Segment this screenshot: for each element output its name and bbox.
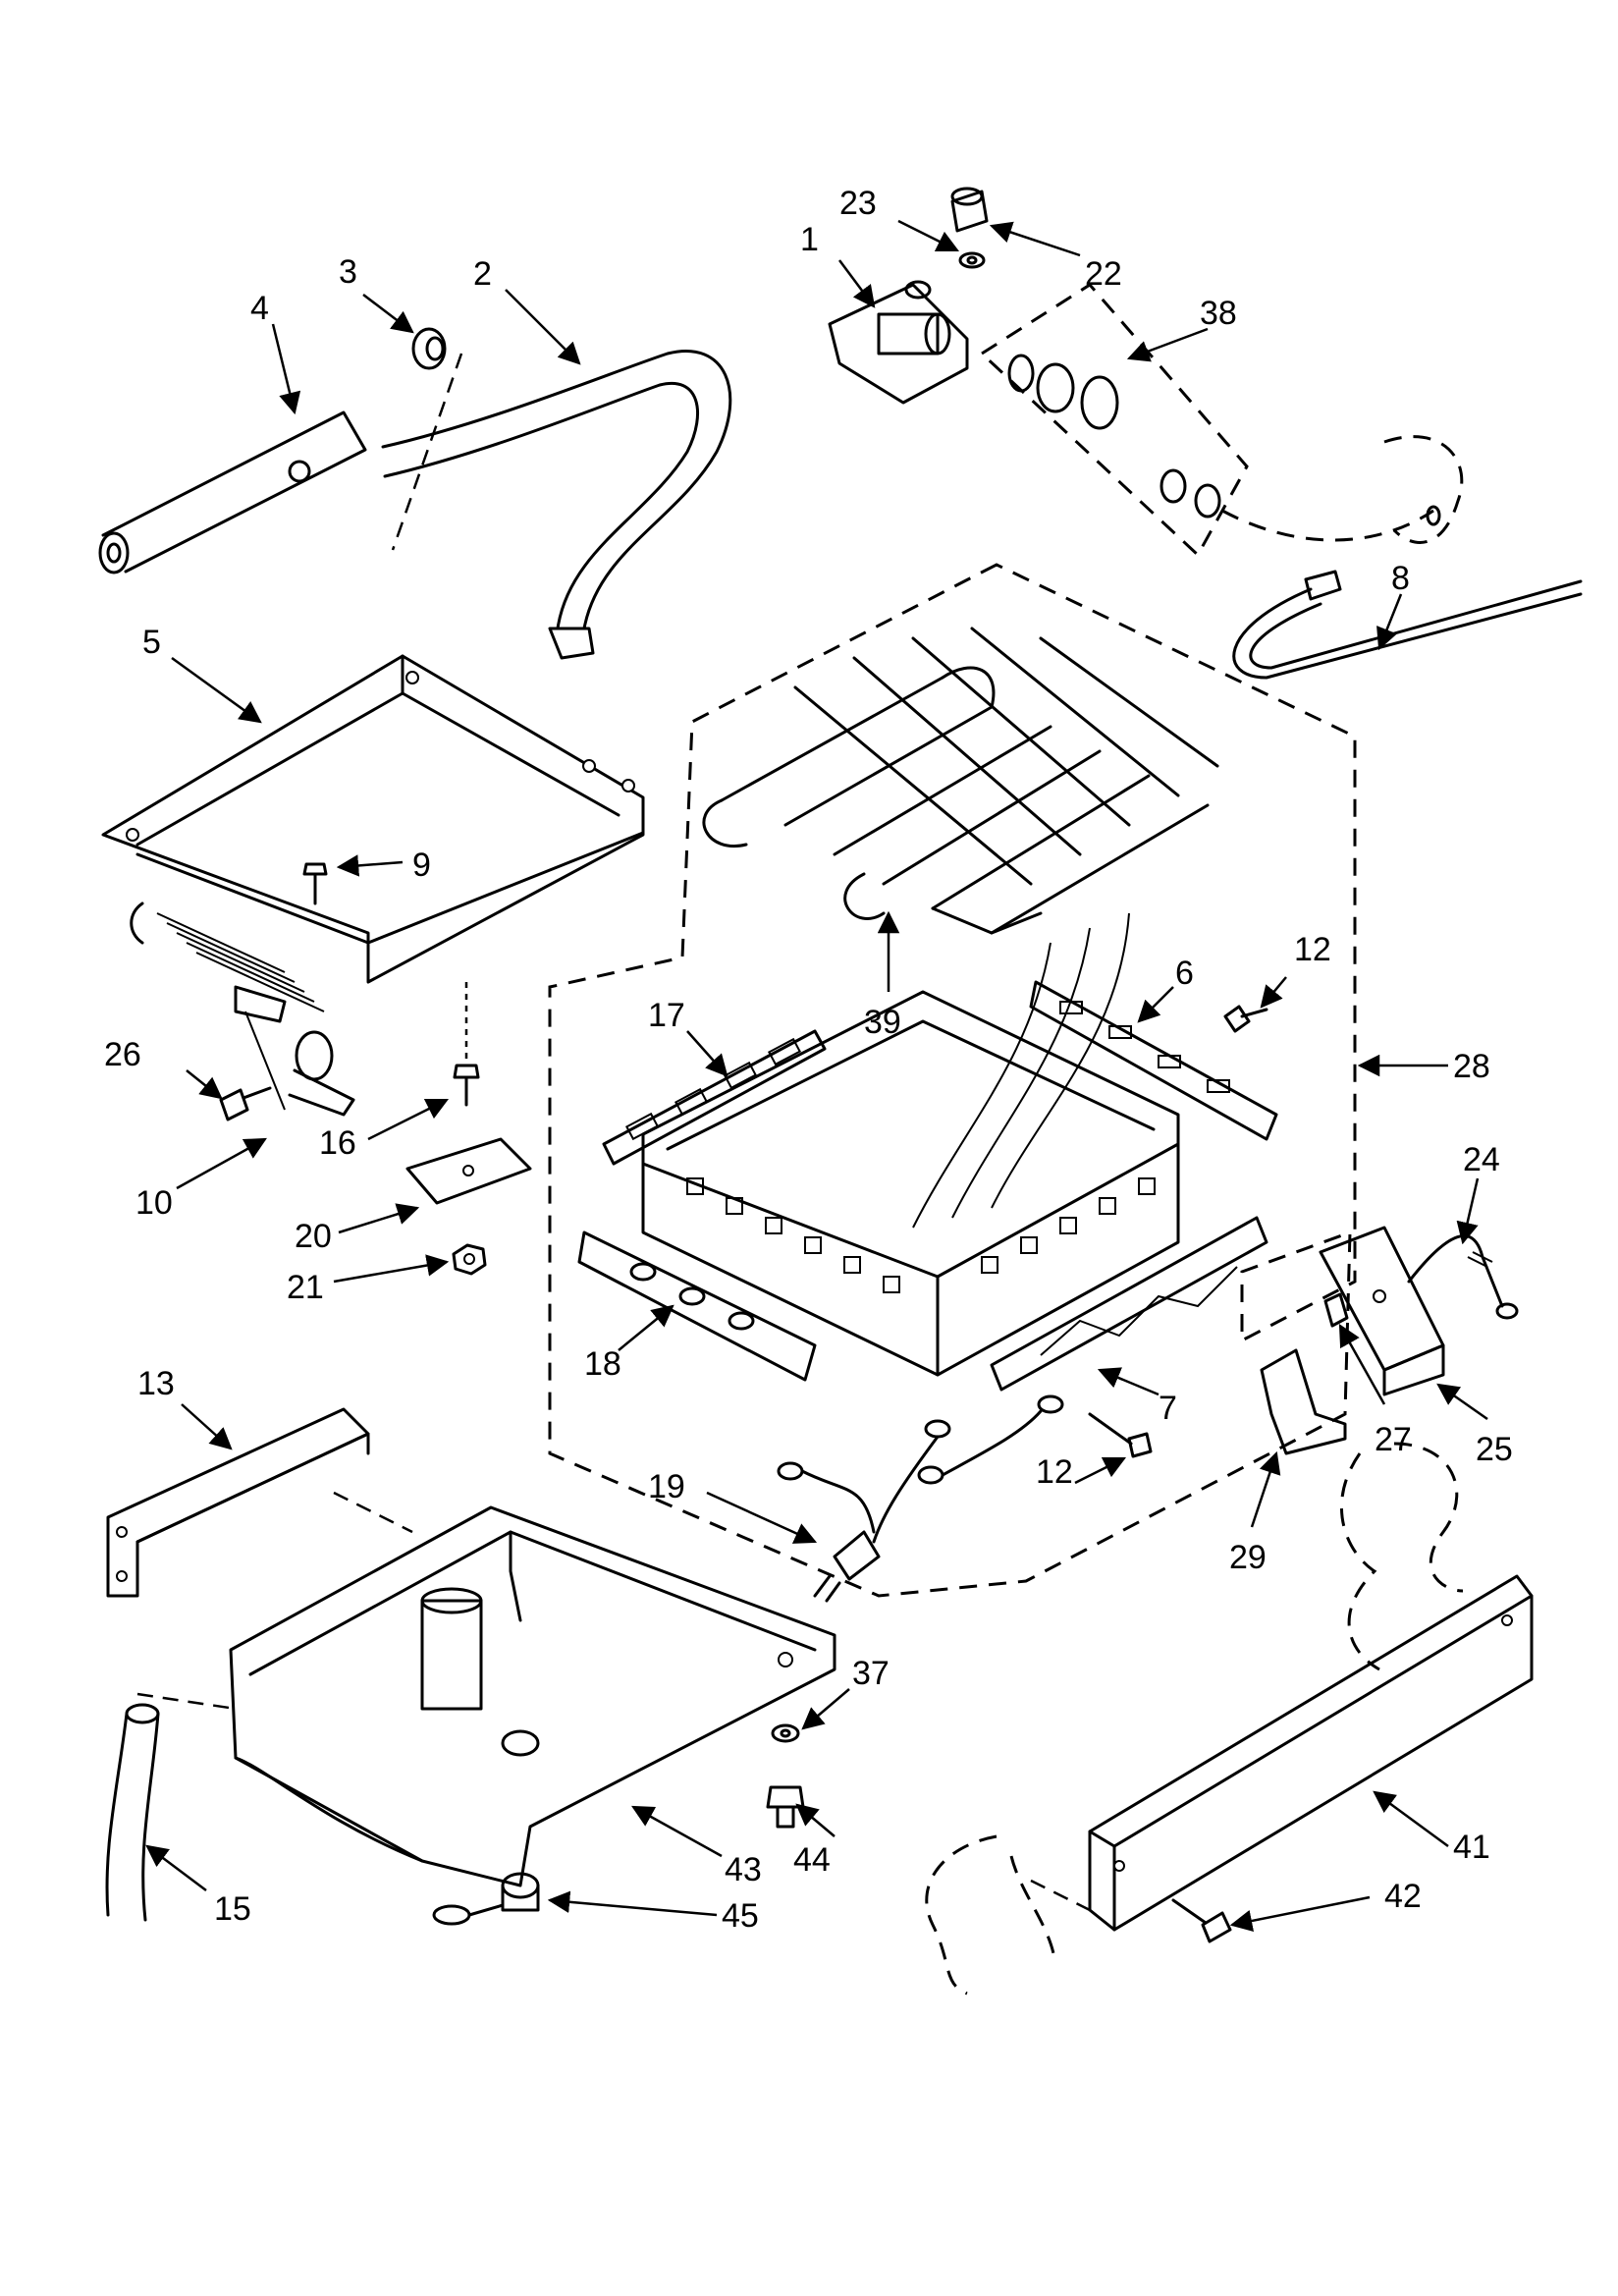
callout-1: 1 xyxy=(800,221,819,258)
part-25-bracket xyxy=(1319,1226,1445,1396)
part-12-screw-lower xyxy=(1088,1412,1153,1458)
callout-23: 23 xyxy=(839,185,877,222)
callout-20: 20 xyxy=(295,1218,332,1255)
callout-15: 15 xyxy=(214,1890,251,1928)
callout-45: 45 xyxy=(722,1897,759,1935)
part-2-hose xyxy=(381,350,732,660)
part-39-heater-grid xyxy=(702,627,1219,1229)
part-frame xyxy=(641,990,1180,1377)
part-43-bin xyxy=(229,1505,836,1887)
part-10-bracket xyxy=(234,985,355,1117)
callout-25: 25 xyxy=(1476,1431,1513,1468)
callout-13: 13 xyxy=(137,1365,175,1402)
callout-43: 43 xyxy=(725,1851,762,1888)
part-7-rail xyxy=(990,1216,1268,1392)
part-45-bumper xyxy=(432,1872,540,1926)
callout-2: 2 xyxy=(473,255,492,293)
callout-17: 17 xyxy=(648,997,685,1034)
part-42-screw xyxy=(1171,1898,1232,1943)
callout-24: 24 xyxy=(1463,1141,1500,1178)
callout-26: 26 xyxy=(104,1036,141,1073)
callout-9: 9 xyxy=(412,847,431,884)
callout-22: 22 xyxy=(1085,255,1122,293)
callout-7: 7 xyxy=(1159,1390,1177,1427)
callout-28: 28 xyxy=(1453,1048,1490,1085)
callout-18: 18 xyxy=(584,1345,621,1383)
callout-42: 42 xyxy=(1384,1878,1422,1915)
part-22-cap xyxy=(950,187,989,233)
callout-16: 16 xyxy=(319,1124,356,1162)
part-5-tray xyxy=(101,654,645,1012)
part-38-fittings xyxy=(979,283,1249,558)
callout-8: 8 xyxy=(1391,560,1410,597)
callout-44: 44 xyxy=(793,1841,831,1879)
callout-12-lower: 12 xyxy=(1036,1453,1073,1491)
part-18-rail xyxy=(577,1230,817,1382)
part-6-rail xyxy=(1029,980,1278,1141)
callout-27: 27 xyxy=(1375,1421,1412,1458)
callout-29: 29 xyxy=(1229,1539,1267,1576)
part-12-screw-upper xyxy=(1223,1005,1268,1033)
part-15-drain-tube xyxy=(105,1703,160,1922)
callout-37: 37 xyxy=(852,1655,890,1692)
part-23-washer xyxy=(958,251,986,269)
part-28-assembly-outline xyxy=(548,563,1357,1598)
part-1-valve xyxy=(828,280,969,405)
callout-19: 19 xyxy=(648,1468,685,1505)
part-17-rail xyxy=(602,1029,827,1166)
callout-6: 6 xyxy=(1175,955,1194,992)
callout-10: 10 xyxy=(135,1184,173,1222)
dashed-hose-bottom xyxy=(925,1834,1057,1995)
callout-21: 21 xyxy=(287,1269,324,1306)
dashed-hose-right xyxy=(1339,1442,1464,1671)
part-27-fastener xyxy=(1323,1292,1349,1328)
callout-4: 4 xyxy=(250,290,269,327)
callout-41: 41 xyxy=(1453,1829,1490,1866)
part-21-nut xyxy=(452,1243,487,1276)
callout-38: 38 xyxy=(1200,295,1237,332)
part-16-screw xyxy=(453,1064,480,1107)
part-9-screw xyxy=(302,862,328,905)
part-13-bracket xyxy=(106,1407,370,1598)
callout-3: 3 xyxy=(339,253,357,291)
part-37-washer xyxy=(771,1723,800,1743)
part-29-bracket xyxy=(1260,1348,1347,1455)
callout-39: 39 xyxy=(864,1004,901,1041)
part-4-tube xyxy=(98,410,367,574)
part-8-tube xyxy=(1221,435,1583,680)
callout-12-upper: 12 xyxy=(1294,931,1331,968)
part-3-grommet xyxy=(411,327,447,370)
part-19-harness xyxy=(777,1394,1064,1603)
part-20-clip xyxy=(405,1137,532,1205)
part-24-wire xyxy=(1407,1234,1519,1320)
part-26-screw xyxy=(219,1086,272,1121)
part-41-panel xyxy=(1088,1574,1534,1932)
callout-5: 5 xyxy=(142,624,161,661)
